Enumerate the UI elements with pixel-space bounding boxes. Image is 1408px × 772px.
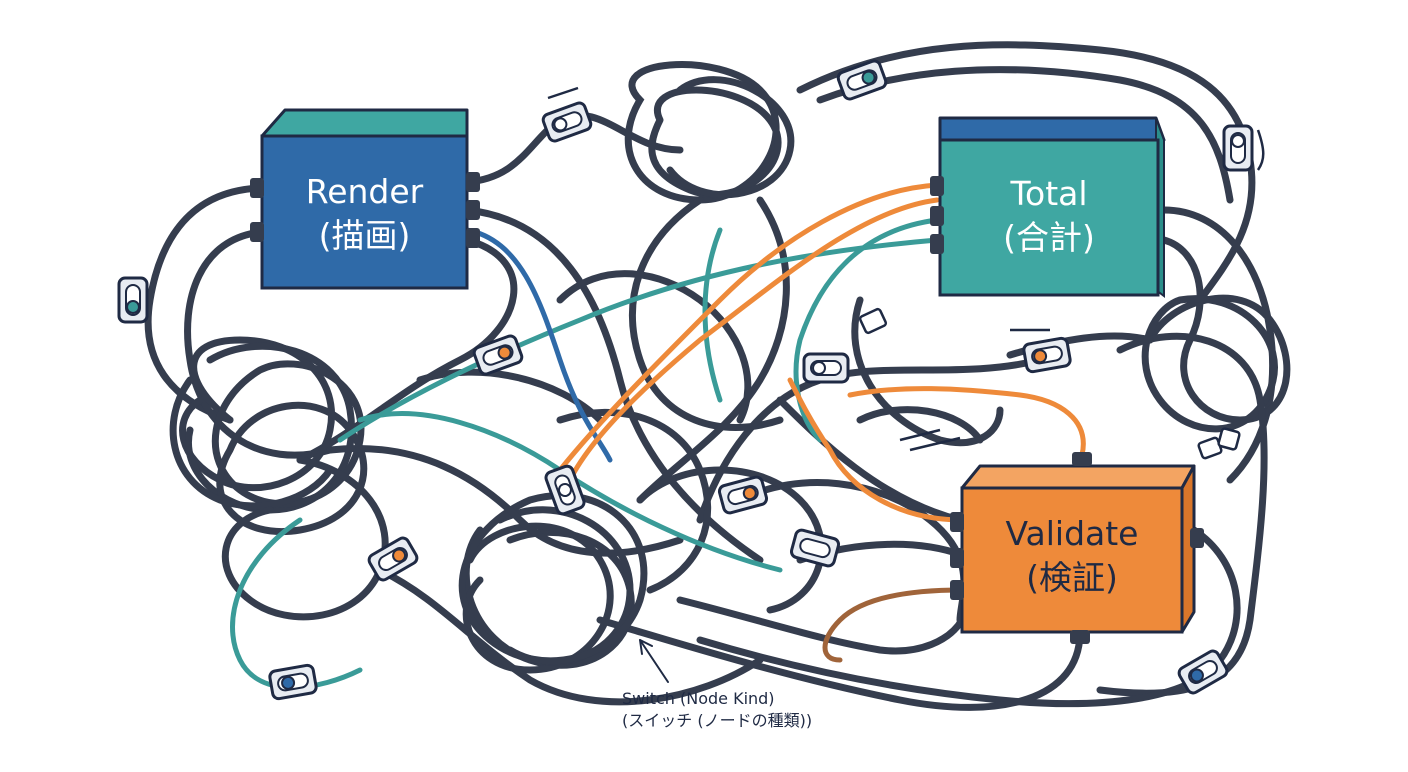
toggle-switch-icon [540, 99, 594, 145]
toggle-switch-icon [365, 534, 421, 584]
switch-icons [117, 57, 1254, 702]
dark-cables [144, 41, 1291, 711]
validate-node [950, 452, 1204, 644]
arrow-icon [639, 639, 669, 683]
annotation-line-2: (スイッチ (ノードの種類)) [622, 711, 813, 730]
toggle-switch-icon [1222, 124, 1254, 172]
orange-cables [557, 182, 1086, 523]
toggle-switch-icon [471, 332, 525, 378]
switch-annotation: Switch (Node Kind) (スイッチ (ノードの種類)) [622, 688, 812, 732]
annotation-line-1: Switch (Node Kind) [622, 689, 775, 708]
toggle-switch-icon [267, 662, 319, 702]
toggle-switch-icon [802, 352, 850, 384]
toggle-switch-icon [1021, 335, 1073, 375]
toggle-switch-icon [542, 463, 588, 517]
render-node [250, 108, 480, 290]
plug-sketches [547, 86, 1265, 460]
total-node [930, 116, 1166, 298]
toggle-switch-icon [1175, 647, 1231, 697]
toggle-switch-icon [117, 276, 149, 324]
toggle-switch-icon [716, 474, 770, 516]
brown-cable [822, 587, 965, 663]
toggle-switch-icon [835, 57, 889, 103]
